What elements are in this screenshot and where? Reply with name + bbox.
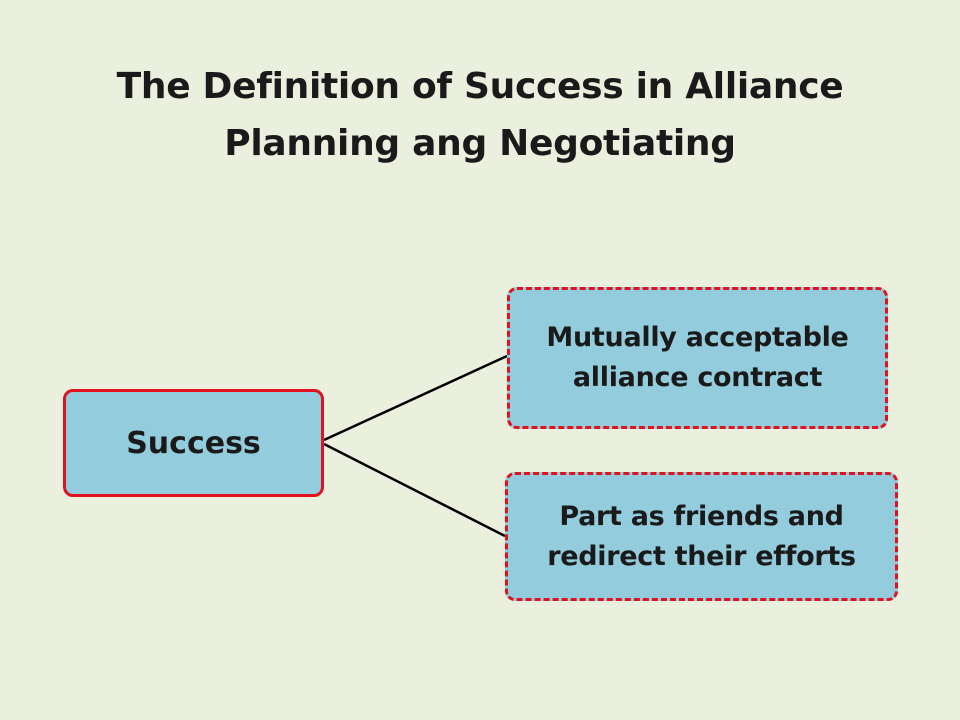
slide-title-line-1: The Definition of Success in Alliance — [116, 66, 844, 107]
branch-node-contract-text: Mutually acceptable alliance contract — [546, 318, 848, 398]
root-node-label: Success — [126, 425, 261, 461]
branch-node-contract-line-2: alliance contract — [572, 362, 823, 393]
branch-node-friends-text: Part as friends and redirect their effor… — [547, 497, 856, 577]
connector-to-branch-1 — [323, 354, 508, 442]
branch-node-contract-line-1: Mutually acceptable — [546, 322, 849, 353]
root-node-success: Success — [63, 389, 324, 497]
branch-node-contract: Mutually acceptable alliance contract — [507, 287, 888, 429]
branch-node-friends: Part as friends and redirect their effor… — [505, 472, 898, 601]
slide-title-line-2: Planning ang Negotiating — [224, 123, 736, 164]
branch-node-friends-line-2: redirect their efforts — [547, 540, 856, 572]
branch-node-friends-line-1: Part as friends and — [559, 500, 844, 532]
connector-to-branch-2 — [323, 442, 506, 538]
slide-title: The Definition of Success in Alliance Pl… — [60, 58, 900, 172]
